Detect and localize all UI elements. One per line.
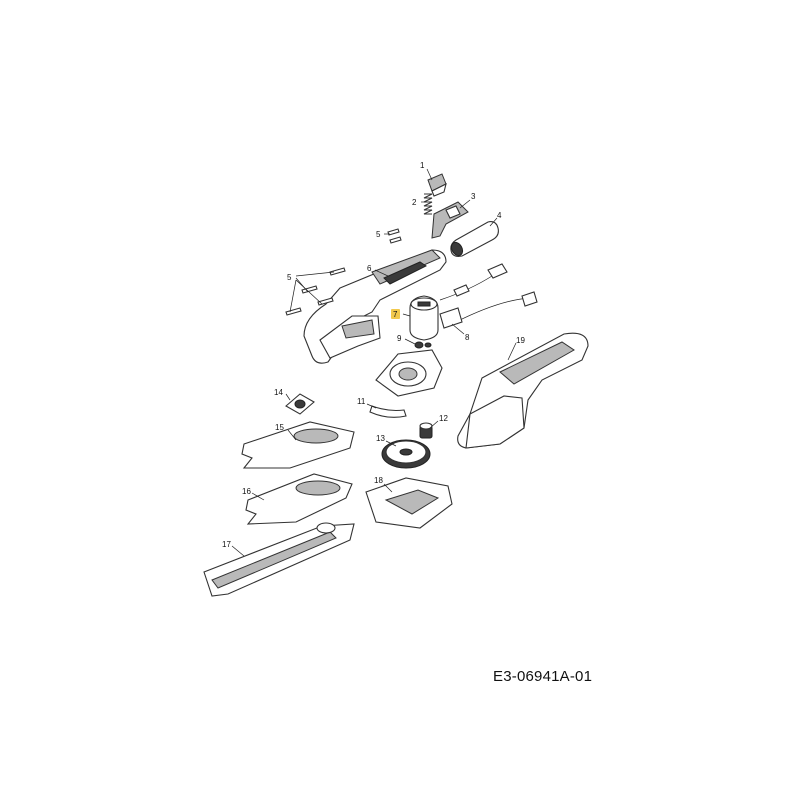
callout-4: 4 [497, 211, 502, 220]
callout-16: 16 [242, 487, 251, 496]
callout-14: 14 [274, 388, 283, 397]
callout-19: 19 [516, 336, 525, 345]
part-8-wiring-harness[interactable] [439, 263, 538, 329]
callout-6: 6 [367, 264, 372, 273]
callout-17: 17 [222, 540, 231, 549]
leader-lines [231, 168, 517, 557]
callout-8: 8 [465, 333, 470, 342]
callout-2: 2 [412, 198, 417, 207]
part-18-cover-plate[interactable] [365, 477, 453, 529]
part-13-main-gear[interactable] [381, 439, 431, 469]
part-5-screws-left[interactable] [285, 267, 346, 316]
part-4-battery[interactable] [449, 221, 499, 258]
part-7-motor[interactable] [409, 295, 439, 341]
callout-11: 11 [357, 397, 366, 406]
part-16-grass-blade-narrow[interactable] [245, 473, 353, 525]
part-11-guide-strip[interactable] [369, 405, 407, 418]
part-2-spring[interactable] [423, 193, 433, 215]
callout-5-left: 5 [287, 273, 292, 282]
part-6-upper-housing[interactable] [303, 249, 447, 364]
callout-18: 18 [374, 476, 383, 485]
part-9-pinion[interactable] [414, 341, 432, 349]
callout-9: 9 [397, 334, 402, 343]
part-1-switch-button[interactable] [427, 173, 447, 197]
drawing-code: E3-06941A-01 [493, 668, 593, 685]
callout-labels: 1 2 3 4 5 5 6 7 8 9 11 12 13 14 15 16 17… [222, 161, 525, 549]
callout-15: 15 [275, 423, 284, 432]
callout-3: 3 [471, 192, 476, 201]
part-19-handle-housing[interactable] [457, 332, 589, 449]
part-14-bearing-block[interactable] [285, 393, 315, 415]
part-5-screws-upper[interactable] [387, 228, 402, 244]
part-15-grass-blade[interactable] [241, 421, 355, 469]
part-17-hedge-blade[interactable] [203, 522, 355, 597]
callout-12: 12 [439, 414, 448, 423]
callout-7: 7 [393, 310, 398, 319]
callout-1: 1 [420, 161, 425, 170]
callout-5-upper: 5 [376, 230, 381, 239]
part-10-gearbox-housing[interactable] [375, 349, 443, 397]
callout-13: 13 [376, 434, 385, 443]
part-12-drive-gear[interactable] [419, 422, 433, 439]
callout-7-highlight [391, 309, 400, 319]
part-3-switch-lever[interactable] [431, 201, 469, 239]
